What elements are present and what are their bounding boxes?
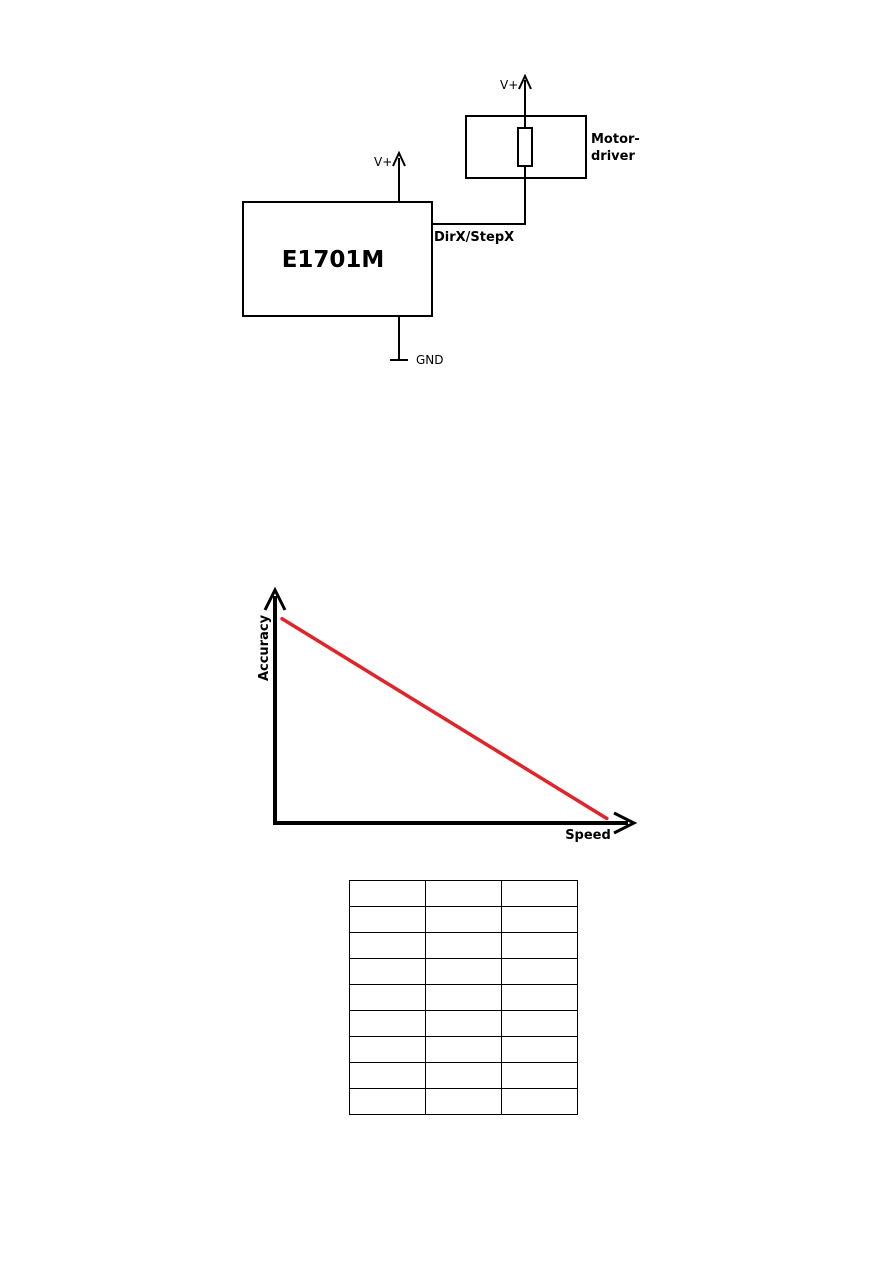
table-row [349,984,578,1011]
driver-supply-arrow-icon [518,73,532,90]
table-cell [501,984,578,1011]
controller-label: E1701M [282,247,385,273]
table-cell [425,1036,502,1063]
driver-label-line2: driver [591,149,635,164]
speed-accuracy-chart: Accuracy Speed [257,586,638,843]
y-axis-arrow-icon [263,586,287,611]
table-cell [501,1088,578,1115]
controller-box [242,201,433,317]
table-cell [425,906,502,933]
table-cell [425,880,502,907]
driver-supply-label: V+ [500,78,518,92]
empty-data-table [349,880,578,1115]
table-cell [425,958,502,985]
table-row [349,1062,578,1089]
table-cell [501,1036,578,1063]
driver-label-line1: Motor- [591,132,640,147]
table-cell [349,932,426,959]
table-row [349,1088,578,1115]
table-cell [349,984,426,1011]
table-row [349,1010,578,1037]
table-cell [501,958,578,985]
y-axis-label: Accuracy [257,614,272,681]
table-cell [349,880,426,907]
table-cell [425,1062,502,1089]
table-cell [349,906,426,933]
table-row [349,1036,578,1063]
table-row [349,906,578,933]
table-cell [349,1088,426,1115]
table-cell [349,958,426,985]
x-axis-label: Speed [565,828,611,843]
ground-label: GND [416,353,444,367]
table-row [349,958,578,985]
table-cell [501,880,578,907]
table-cell [501,1010,578,1037]
table-cell [425,1010,502,1037]
table-cell [349,1010,426,1037]
table-row [349,880,578,907]
table-cell [425,984,502,1011]
table-cell [349,1036,426,1063]
table-cell [425,932,502,959]
circuit-diagram: E1701M V+ GND DirX/StepX V+ Motor- drive… [242,73,640,367]
table-row [349,932,578,959]
table-cell [349,1062,426,1089]
resistor-icon [517,127,533,167]
table-cell [501,1062,578,1089]
signal-wire [432,166,526,225]
accuracy-speed-line [280,616,609,821]
controller-supply-arrow-icon [392,150,406,167]
table-cell [501,906,578,933]
controller-supply-label: V+ [374,155,392,169]
signal-label: DirX/StepX [434,230,514,245]
table-cell [425,1088,502,1115]
x-axis-arrow-icon [613,811,638,835]
table-cell [501,932,578,959]
